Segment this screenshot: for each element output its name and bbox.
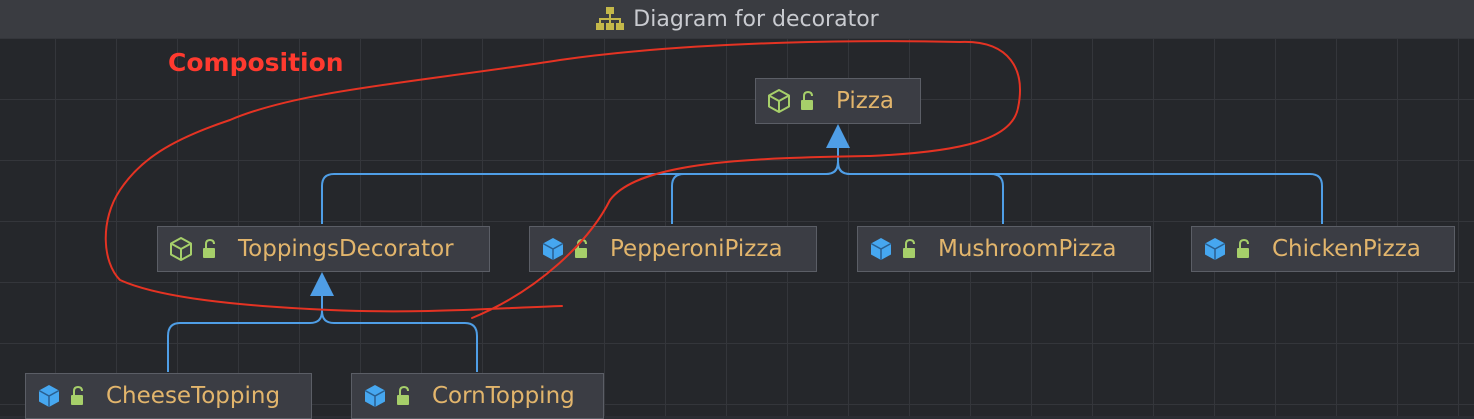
open-lock-icon bbox=[397, 385, 409, 405]
composition-annotation: Composition bbox=[168, 48, 344, 77]
hierarchy-icon bbox=[596, 7, 625, 30]
class-cube-icon bbox=[870, 238, 892, 260]
arrowhead-pizza bbox=[826, 124, 850, 148]
open-lock-icon bbox=[71, 385, 83, 405]
node-chicken-pizza[interactable]: ChickenPizza bbox=[1191, 226, 1455, 272]
edge-chickenpizza-pizza bbox=[837, 148, 1323, 224]
node-label: Pizza bbox=[836, 88, 894, 114]
open-lock-icon bbox=[801, 90, 813, 110]
open-lock-icon bbox=[1237, 238, 1249, 258]
node-label: ToppingsDecorator bbox=[238, 236, 454, 262]
node-label: MushroomPizza bbox=[938, 236, 1117, 262]
window-title-bar: Diagram for decorator bbox=[0, 0, 1474, 38]
node-label: CheeseTopping bbox=[106, 383, 281, 409]
class-cube-icon bbox=[542, 238, 564, 260]
class-cube-icon bbox=[1204, 238, 1226, 260]
open-lock-icon bbox=[903, 238, 915, 258]
class-cube-icon bbox=[364, 385, 386, 407]
node-pizza[interactable]: Pizza bbox=[755, 78, 921, 124]
interface-cube-icon bbox=[170, 237, 192, 261]
edge-mushroompizza-pizza bbox=[837, 148, 1004, 224]
node-label: CornTopping bbox=[432, 383, 575, 409]
node-pepperoni-pizza[interactable]: PepperoniPizza bbox=[529, 226, 817, 272]
edge-cheesetopping-toppingsdecorator bbox=[167, 296, 323, 372]
node-mushroom-pizza[interactable]: MushroomPizza bbox=[857, 226, 1151, 272]
open-lock-icon bbox=[203, 238, 215, 258]
arrowhead-toppingsdecorator bbox=[310, 272, 334, 296]
node-toppings-decorator[interactable]: ToppingsDecorator bbox=[157, 226, 490, 272]
edge-toppingsdecorator-pizza bbox=[321, 148, 839, 224]
edge-pepperonipizza-pizza bbox=[671, 148, 839, 224]
open-lock-icon bbox=[575, 238, 587, 258]
class-cube-icon bbox=[38, 385, 60, 407]
node-corn-topping[interactable]: CornTopping bbox=[351, 373, 604, 419]
node-label: ChickenPizza bbox=[1272, 236, 1421, 262]
edge-corntopping-toppingsdecorator bbox=[321, 296, 478, 372]
node-cheese-topping[interactable]: CheeseTopping bbox=[25, 373, 312, 419]
diagram-title: Diagram for decorator bbox=[633, 6, 879, 32]
node-label: PepperoniPizza bbox=[610, 236, 783, 262]
interface-cube-icon bbox=[768, 89, 790, 113]
